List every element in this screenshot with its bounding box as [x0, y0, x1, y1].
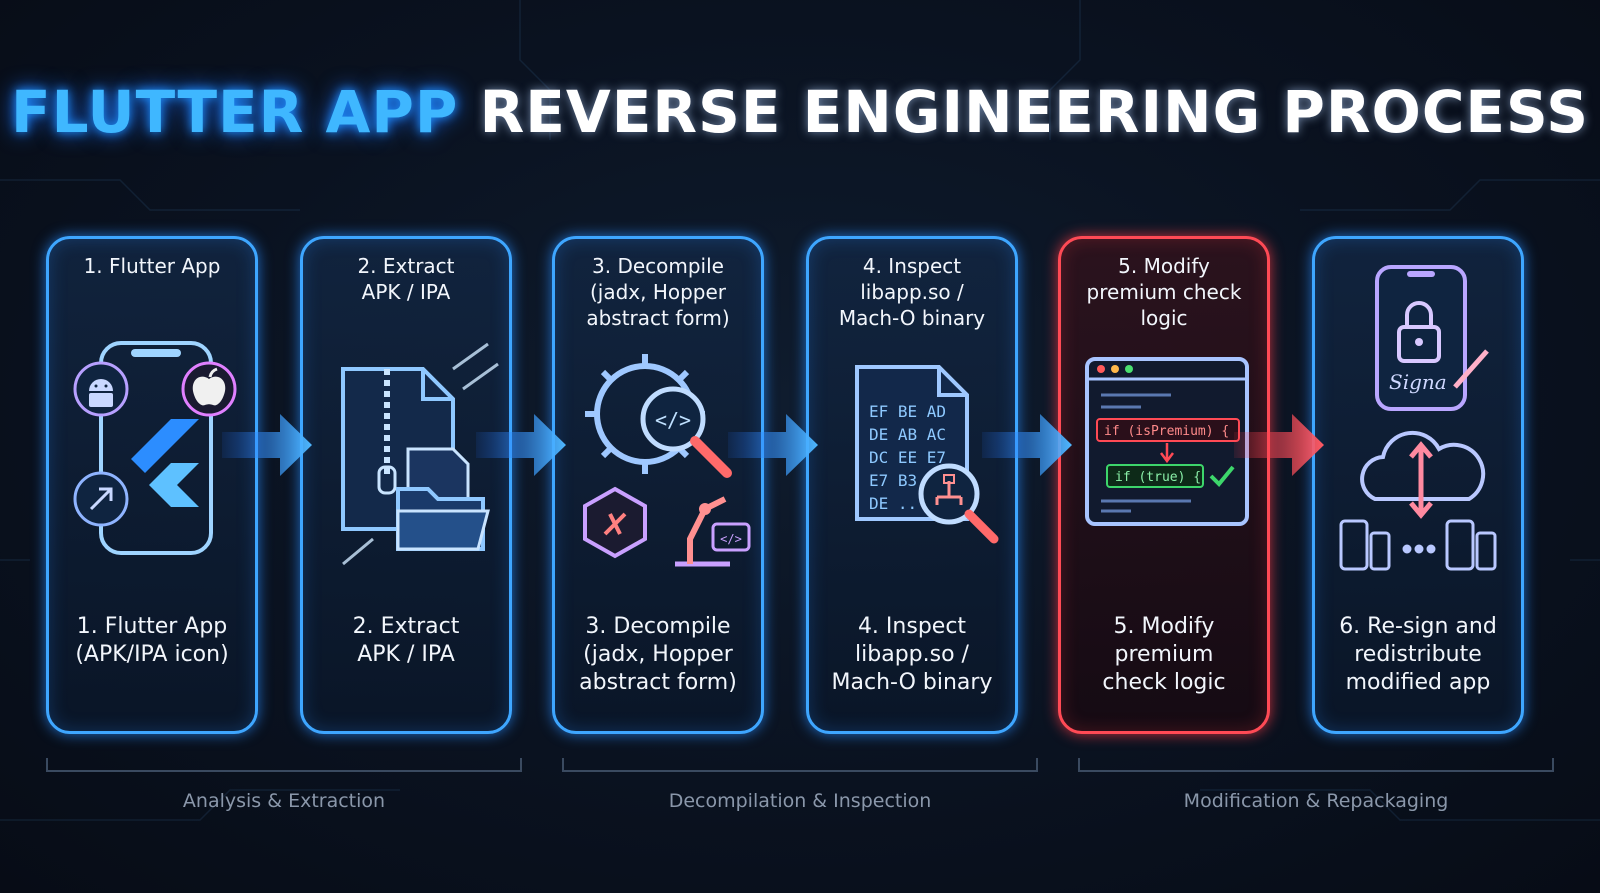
phone-app-icon: [73, 341, 237, 555]
tool-badge-icon: [73, 471, 129, 527]
step-5-heading: 5. Modify premium check logic: [1086, 254, 1242, 330]
phase-bracket-3: [1078, 758, 1554, 772]
apple-icon: [181, 361, 237, 417]
hex-row-4: E7 B3: [869, 471, 917, 490]
step-card-6: Signa 6. Re-sign and redistribute modifi…: [1312, 236, 1524, 734]
title-highlight: FLUTTER APP: [10, 78, 459, 146]
step-2-heading: 2. Extract APK / IPA: [357, 254, 455, 304]
magnifier-icon: </>: [640, 386, 732, 478]
phase-bracket-1: [46, 758, 522, 772]
step-card-4: 4. Inspect libapp.so / Mach-O binary EF …: [806, 236, 1018, 734]
step-card-5: 5. Modify premium check logic if (isPrem…: [1058, 236, 1270, 734]
android-icon: [73, 361, 129, 417]
step-card-1: 1. Flutter App 1. Flutter App (APK/IPA i…: [46, 236, 258, 734]
title-rest: REVERSE ENGINEERING PROCESS: [479, 78, 1589, 146]
hex-row-5: DE ..: [869, 494, 917, 513]
hex-row-1: EF BE AD: [869, 402, 946, 421]
step-1-heading: 1. Flutter App: [83, 254, 221, 278]
arrow-right-red-icon: [1234, 414, 1324, 476]
code-after: if (true) {: [1115, 470, 1201, 485]
step-1-caption: 1. Flutter App (APK/IPA icon): [75, 614, 229, 667]
flutter-icon: [131, 419, 199, 507]
folder-icon: [396, 487, 490, 551]
step-4-heading: 4. Inspect libapp.so / Mach-O binary: [838, 254, 986, 330]
hex-file-icon: EF BE AD DE AB AC DC EE E7 E7 B3 DE ..: [855, 365, 999, 544]
step-3-caption: 3. Decompile (jadx, Hopper abstract form…: [579, 614, 737, 695]
step-2-caption: 2. Extract APK / IPA: [352, 614, 460, 667]
hex-row-3: DC EE E7: [869, 448, 946, 467]
arrow-right-icon: [982, 414, 1072, 476]
arrow-right-icon: [728, 414, 818, 476]
phase-label-1: Analysis & Extraction: [182, 790, 386, 812]
step-card-2: 2. Extract APK / IPA 2. Extract APK / IP…: [300, 236, 512, 734]
code-window-icon: if (isPremium) { if (true) {: [1085, 357, 1249, 526]
page-title: FLUTTER APP REVERSE ENGINEERING PROCESS: [0, 78, 1600, 146]
cloud-sync-icon: [1360, 430, 1486, 519]
gear-code-icon: </> </>: [583, 354, 751, 567]
magnifier-icon: [918, 463, 999, 544]
step-5-caption: 5. Modify premium check logic: [1102, 614, 1226, 695]
arrow-right-icon: [476, 414, 566, 476]
check-icon: [1209, 465, 1235, 487]
zip-file-icon: [341, 342, 499, 566]
lock-phone-icon: Signa: [1375, 265, 1489, 411]
phase-label-2: Decompilation & Inspection: [668, 790, 932, 812]
robot-arm-icon: </>: [675, 496, 751, 567]
arrow-right-icon: [222, 414, 312, 476]
hex-row-2: DE AB AC: [869, 425, 946, 444]
resign-redistribute-icon: Signa: [1339, 265, 1497, 571]
step-card-3: 3. Decompile (jadx, Hopper abstract form…: [552, 236, 764, 734]
svg-text:</>: </>: [655, 408, 691, 432]
step-4-caption: 4. Inspect libapp.so / Mach-O binary: [831, 614, 993, 695]
signature-text: Signa: [1389, 370, 1447, 394]
phase-bracket-2: [562, 758, 1038, 772]
devices-icon: [1339, 519, 1497, 571]
bug-hex-icon: [583, 486, 647, 559]
phase-label-3: Modification & Repackaging: [1183, 790, 1449, 812]
step-3-heading: 3. Decompile (jadx, Hopper abstract form…: [586, 254, 730, 330]
code-before: if (isPremium) {: [1104, 424, 1229, 439]
svg-text:</>: </>: [720, 532, 742, 546]
step-6-caption: 6. Re-sign and redistribute modified app: [1339, 614, 1497, 695]
